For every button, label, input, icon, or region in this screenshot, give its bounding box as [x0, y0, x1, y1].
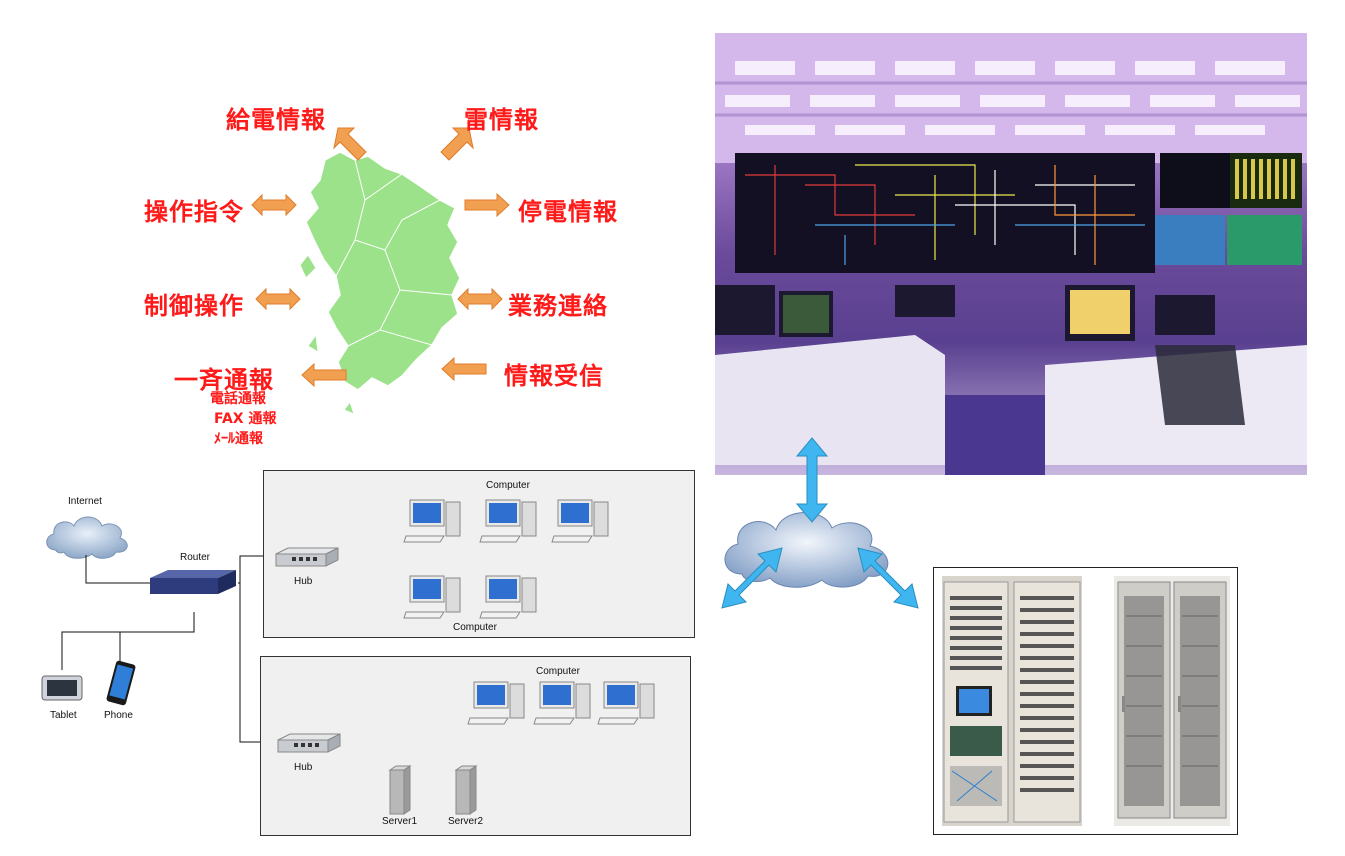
- server-icon: [388, 765, 412, 815]
- equipment-rack-photo: [942, 576, 1082, 826]
- computer-label-top: Computer: [486, 480, 530, 491]
- internet-label: Internet: [68, 496, 102, 507]
- arrow-info-receive: [441, 356, 487, 382]
- arrow-supply-info: [333, 127, 367, 161]
- label-phone-notice: 電話通報: [210, 391, 266, 407]
- server-icon: [454, 765, 478, 815]
- server-cabinet-photo: [1114, 576, 1230, 826]
- arrow-outage-info: [464, 192, 510, 218]
- tablet-label: Tablet: [50, 710, 77, 721]
- operator-desks: [715, 285, 1307, 475]
- arrow-business-contact: [457, 287, 503, 311]
- computer-icon: [533, 681, 591, 725]
- link-arrow-up-icon: [795, 437, 829, 523]
- control-room-photo: [715, 33, 1307, 475]
- computer-icon: [597, 681, 655, 725]
- arrow-operation-command: [251, 193, 297, 217]
- label-broadcast: 一斉通報: [174, 366, 274, 394]
- label-mail-notice: ﾒｰﾙ通報: [214, 431, 263, 447]
- hub-bottom-label: Hub: [294, 762, 313, 773]
- computer-icon: [403, 499, 461, 543]
- label-info-receive: 情報受信: [504, 362, 604, 390]
- router-icon: [150, 570, 236, 594]
- computer-icon: [551, 499, 609, 543]
- kyushu-section: 給電情報 雷情報 操作指令 停電情報 制御操作 業務連絡 一斉通報 情報受信 電…: [140, 90, 640, 450]
- computer-icon: [467, 681, 525, 725]
- label-business-contact: 業務連絡: [508, 292, 608, 320]
- label-control-operation: 制御操作: [144, 292, 244, 320]
- kyushu-map: [299, 151, 461, 415]
- label-lightning-info: 雷情報: [464, 106, 539, 134]
- computer-label-bottom: Computer: [536, 666, 580, 677]
- label-outage-info: 停電情報: [518, 198, 618, 226]
- hub-top-label: Hub: [294, 576, 313, 587]
- link-arrow-right-icon: [857, 547, 919, 609]
- link-arrow-left-icon: [721, 547, 783, 609]
- computer-label-top-bottom: Computer: [453, 622, 497, 633]
- ceiling-lights: [715, 33, 1307, 163]
- computer-icon: [479, 499, 537, 543]
- arrow-control-operation: [255, 287, 301, 311]
- label-fax-notice: FAX 通報: [214, 411, 277, 427]
- phone-label: Phone: [104, 710, 133, 721]
- phone-icon: [106, 660, 136, 706]
- server2-label: Server2: [448, 816, 484, 827]
- mimic-board: [735, 153, 1302, 273]
- router-label: Router: [180, 552, 211, 563]
- server1-label: Server1: [382, 816, 418, 827]
- rack-photo-frame: [933, 567, 1238, 835]
- computer-icon: [479, 575, 537, 619]
- computer-icon: [403, 575, 461, 619]
- hub-top-icon: [275, 547, 339, 567]
- arrow-broadcast: [301, 362, 347, 388]
- tablet-icon: [41, 675, 83, 701]
- label-operation-command: 操作指令: [144, 198, 244, 226]
- hub-bottom-icon: [277, 733, 341, 753]
- internet-cloud-icon: [46, 516, 128, 559]
- arrow-lightning-info: [440, 127, 474, 161]
- label-supply-info: 給電情報: [226, 106, 326, 134]
